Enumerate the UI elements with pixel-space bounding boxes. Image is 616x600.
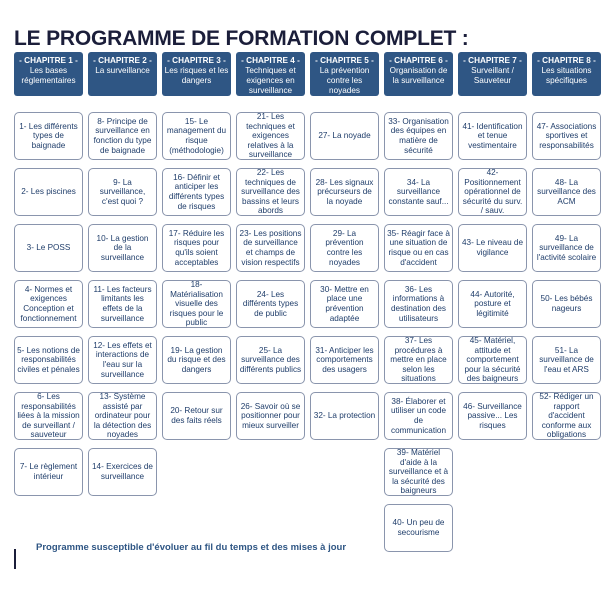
module-box: 34- La surveillance constante sauf...: [384, 168, 453, 216]
chapter-header-4: - CHAPITRE 4 -Techniques et exigences en…: [236, 52, 305, 96]
chapter-header-7: - CHAPITRE 7 -Surveillant / Sauveteur: [458, 52, 527, 96]
chapter-header-8: - CHAPITRE 8 -Les situations spécifiques: [532, 52, 601, 96]
chapter-number: - CHAPITRE 7 -: [463, 56, 522, 65]
chapter-title: Les risques et les dangers: [164, 66, 229, 85]
footer-note: Programme susceptible d'évoluer au fil d…: [36, 542, 347, 553]
module-box: 41- Identification et tenue vestimentair…: [458, 112, 527, 160]
chapter-number: - CHAPITRE 3 -: [167, 56, 226, 65]
chapter-number: - CHAPITRE 4 -: [241, 56, 300, 65]
chapter-number: - CHAPITRE 6 -: [389, 56, 448, 65]
chapter-number: - CHAPITRE 2 -: [93, 56, 152, 65]
chapter-title: Organisation de la surveillance: [389, 66, 448, 85]
module-box: 22- Les techniques de surveillance des b…: [236, 168, 305, 216]
module-box: 48- La surveillance des ACM: [532, 168, 601, 216]
chapter-header-3: - CHAPITRE 3 -Les risques et les dangers: [162, 52, 231, 96]
footer-divider: [14, 549, 16, 569]
module-box: 1- Les différents types de baignade: [14, 112, 83, 160]
module-box: 51- La surveillance de l'eau et ARS: [532, 336, 601, 384]
chapter-header-1: - CHAPITRE 1 -Les bases réglementaires: [14, 52, 83, 96]
module-box: 27- La noyade: [310, 112, 379, 160]
module-box: 7- Le règlement intérieur: [14, 448, 83, 496]
chapter-title: La prévention contre les noyades: [319, 66, 370, 95]
module-box: 40- Un peu de secourisme: [384, 504, 453, 552]
module-box: 43- Le niveau de vigilance: [458, 224, 527, 272]
module-box: 49- La surveillance de l'activité scolai…: [532, 224, 601, 272]
chapter-header-6: - CHAPITRE 6 -Organisation de la surveil…: [384, 52, 453, 96]
module-box: 32- La protection: [310, 392, 379, 440]
chapter-number: - CHAPITRE 8 -: [537, 56, 596, 65]
module-box: 50- Les bébés nageurs: [532, 280, 601, 328]
page-title: LE PROGRAMME DE FORMATION COMPLET :: [14, 27, 469, 50]
module-box: 38- Élaborer et utiliser un code de comm…: [384, 392, 453, 440]
module-box: 10- La gestion de la surveillance: [88, 224, 157, 272]
module-box: 14- Exercices de surveillance: [88, 448, 157, 496]
module-box: 18- Matérialisation visuelle des risques…: [162, 280, 231, 328]
module-box: 11- Les facteurs limitants les effets de…: [88, 280, 157, 328]
module-box: 16- Définir et anticiper les différents …: [162, 168, 231, 216]
chapter-title: Techniques et exigences en surveillance: [245, 66, 296, 95]
chapter-header-5: - CHAPITRE 5 -La prévention contre les n…: [310, 52, 379, 96]
module-box: 3- Le POSS: [14, 224, 83, 272]
module-box: 24- Les différents types de public: [236, 280, 305, 328]
chapter-title: Les situations spécifiques: [541, 66, 592, 85]
module-box: 46- Surveillance passive... Les risques: [458, 392, 527, 440]
module-box: 25- La surveillance des différents publi…: [236, 336, 305, 384]
module-box: 2- Les piscines: [14, 168, 83, 216]
module-box: 17- Réduire les risques pour qu'ils soie…: [162, 224, 231, 272]
module-box: 8- Principe de surveillance en fonction …: [88, 112, 157, 160]
module-box: 15- Le management du risque (méthodologi…: [162, 112, 231, 160]
chapter-header-2: - CHAPITRE 2 -La surveillance: [88, 52, 157, 96]
module-box: 35- Réagir face à une situation de risqu…: [384, 224, 453, 272]
module-box: 23- Les positions de surveillance et cha…: [236, 224, 305, 272]
module-box: 52- Rédiger un rapport d'accident confor…: [532, 392, 601, 440]
module-box: 30- Mettre en place une prévention adapt…: [310, 280, 379, 328]
module-box: 5- Les notions de responsabilités civile…: [14, 336, 83, 384]
module-box: 21- Les techniques et exigences relative…: [236, 112, 305, 160]
module-box: 36- Les informations à destination des u…: [384, 280, 453, 328]
module-box: 45- Matériel, attitude et comportement p…: [458, 336, 527, 384]
chapter-number: - CHAPITRE 5 -: [315, 56, 374, 65]
module-box: 9- La surveillance, c'est quoi ?: [88, 168, 157, 216]
module-box: 20- Retour sur des faits réels: [162, 392, 231, 440]
chapter-number: - CHAPITRE 1 -: [19, 56, 78, 65]
module-box: 28- Les signaux précurseurs de la noyade: [310, 168, 379, 216]
module-box: 33- Organisation des équipes en matière …: [384, 112, 453, 160]
module-box: 39- Matériel d'aide à la surveillance et…: [384, 448, 453, 496]
module-box: 47- Associations sportives et responsabi…: [532, 112, 601, 160]
chapter-title: Les bases réglementaires: [21, 66, 76, 85]
module-box: 44- Autorité, posture et légitimité: [458, 280, 527, 328]
module-box: 37- Les procédures à mettre en place sel…: [384, 336, 453, 384]
module-box: 13- Système assisté par ordinateur pour …: [88, 392, 157, 440]
module-box: 29- La prévention contre les noyades: [310, 224, 379, 272]
module-box: 31- Anticiper les comportements des usag…: [310, 336, 379, 384]
module-box: 12- Les effets et interactions de l'eau …: [88, 336, 157, 384]
module-box: 4- Normes et exigences Conception et fon…: [14, 280, 83, 328]
module-box: 19- La gestion du risque et des dangers: [162, 336, 231, 384]
chapter-title: La surveillance: [95, 66, 150, 75]
chapter-title: Surveillant / Sauveteur: [471, 66, 514, 85]
module-box: 26- Savoir où se positionner pour mieux …: [236, 392, 305, 440]
module-box: 42- Positionnement opérationnel de sécur…: [458, 168, 527, 216]
module-box: 6- Les responsabilités liées à la missio…: [14, 392, 83, 440]
